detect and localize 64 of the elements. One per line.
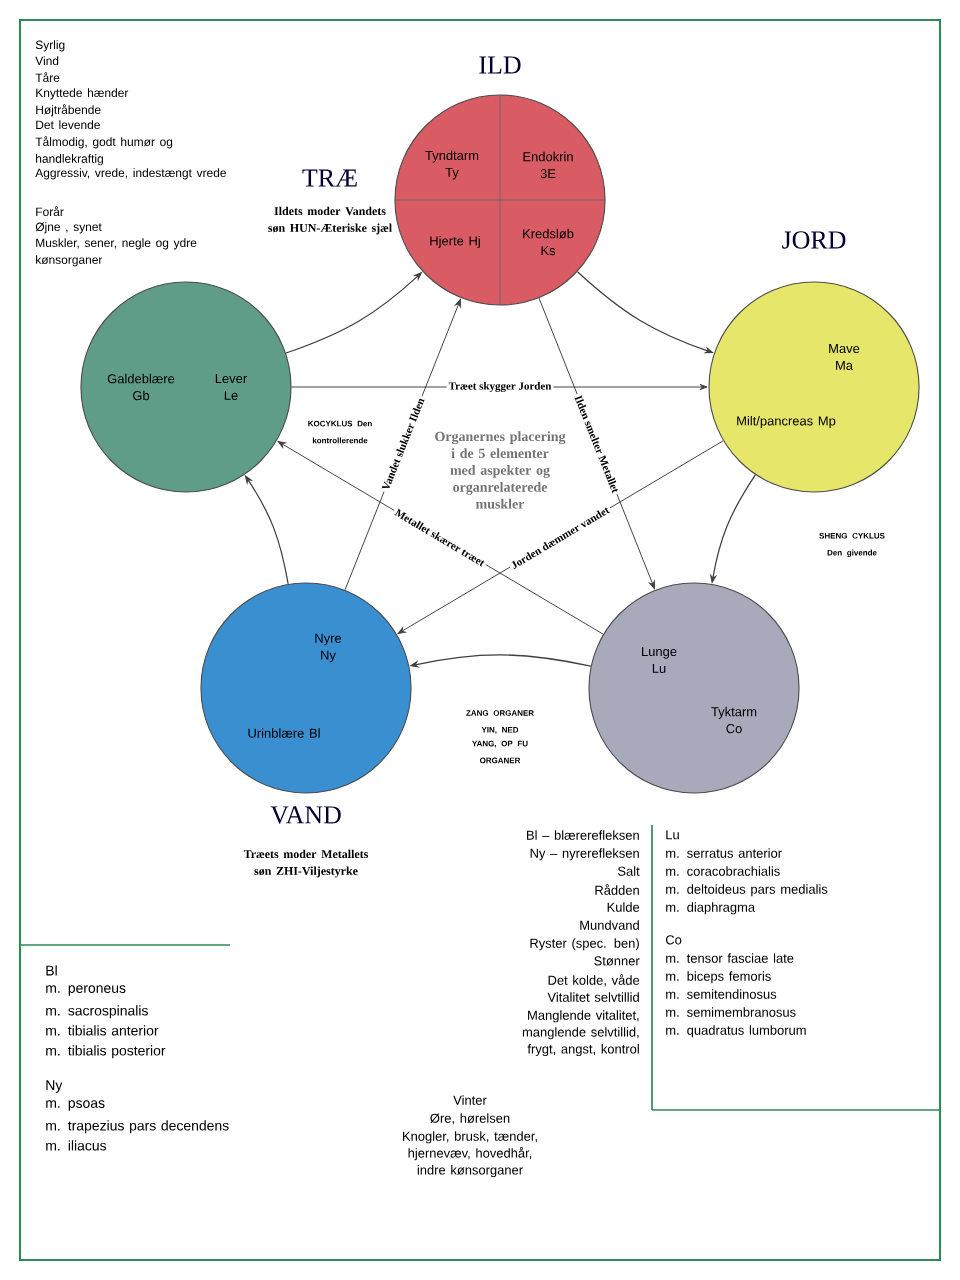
organ-label: Hjerte Hj	[430, 236, 480, 249]
attribute-text: Manglende vitalitet, manglende selvtillid, frygt, angst, kontrol	[522, 1010, 639, 1057]
muscle-name: m. trapezius pars decendens	[46, 1120, 229, 1134]
attribute-text: Det levende	[36, 120, 100, 130]
attribute-text: Øre, hørelsen	[430, 1113, 510, 1125]
organ-label: Urinblære Bl	[248, 728, 320, 738]
organ-label: Tyktarm Co	[711, 706, 757, 734]
muscle-name: m. deltoideus pars medialis	[666, 884, 828, 897]
attribute-text: Forår	[36, 206, 64, 217]
muscle-name: m. iliacus	[46, 1140, 107, 1151]
muscle-name: m. psoas	[46, 1100, 105, 1111]
organ-label: Lever Le	[215, 374, 247, 400]
muscle-name: Bl	[46, 965, 57, 976]
muscle-name: m. serratus anterior	[666, 848, 782, 858]
muscle-name: m. tensor fasciae late	[666, 953, 794, 963]
attribute-text: Knyttede hænder	[36, 88, 129, 100]
attribute-text: Salt	[618, 866, 640, 876]
attribute-text: Øjne , synet	[35, 222, 102, 234]
attribute-text: Mundvand	[580, 920, 639, 930]
muscle-name: m. sacrospinalis	[46, 1005, 148, 1019]
attribute-text: Rådden	[595, 884, 639, 895]
organ-label: Tyndtarm Ty	[425, 150, 479, 180]
element-subtitle: Ildets moder Vandets søn HUN-Æteriske sjæl	[268, 206, 392, 235]
muscle-name: Lu	[666, 830, 679, 840]
muscle-name: m. tibialis posterior	[46, 1045, 166, 1059]
organ-label: Mave Ma	[829, 344, 860, 370]
muscle-name: m. semimembranosus	[666, 1007, 796, 1017]
attribute-text: Ny – nyrerefleksen	[530, 848, 639, 861]
muscle-name: Ny	[46, 1080, 63, 1093]
organ-label: Milt/pancreas Mp	[737, 416, 836, 429]
element-heading: JORD	[782, 231, 846, 249]
muscle-name: m. peroneus	[46, 985, 126, 996]
element-heading: ILD	[479, 56, 521, 74]
organ-label: Nyre Ny	[315, 633, 342, 663]
attribute-text: Ryster (spec. ben)	[530, 938, 639, 951]
muscle-name: m. quadratus lumborum	[666, 1025, 806, 1038]
attribute-text: Muskler, sener, negle og ydre kønsorganer	[36, 238, 197, 267]
attribute-text: Aggressiv, vrede, indestængt vrede	[35, 168, 226, 180]
organ-label: Kredsløb Ks	[523, 228, 574, 256]
organ-label: Galdeblære Gb	[107, 373, 175, 401]
attribute-text: Tåre	[35, 72, 60, 83]
attribute-text: Vitalitet selvtillid	[547, 992, 639, 1002]
attribute-text: Syrlig	[35, 40, 65, 52]
muscle-name: Co	[665, 935, 682, 945]
element-subtitle: Træets moder Metallets søn ZHI-Viljestyrke	[243, 849, 369, 878]
attribute-text: Bl – blærerefleksen	[527, 830, 639, 840]
organ-label: Lunge Lu	[642, 647, 677, 673]
muscle-name: m. diaphragma	[666, 902, 756, 915]
attribute-text: Vinter	[453, 1095, 487, 1105]
organ-label: Endokrin 3E	[523, 151, 573, 179]
attribute-text: Vind	[35, 56, 59, 66]
attribute-text: Tålmodig, godt humør og handlekraftig	[35, 136, 173, 166]
muscle-name: m. biceps femoris	[666, 971, 771, 984]
attribute-text: Stønner	[594, 956, 640, 966]
element-heading: VAND	[270, 806, 341, 824]
attribute-text: Højtråbende	[36, 104, 101, 117]
element-heading: TRÆ	[302, 169, 357, 187]
attribute-text: Knogler, brusk, tænder, hjernevæv, hovedhår, indre kønsorganer	[403, 1131, 537, 1178]
muscle-name: m. semitendinosus	[666, 989, 777, 999]
attribute-text: Det kolde, våde	[548, 974, 640, 987]
muscle-name: m. coracobrachialis	[666, 866, 780, 876]
attribute-text: Kulde	[607, 902, 640, 912]
edge-label: Træet skygger Jorden	[446, 379, 554, 395]
muscle-name: m. tibialis anterior	[46, 1025, 159, 1036]
